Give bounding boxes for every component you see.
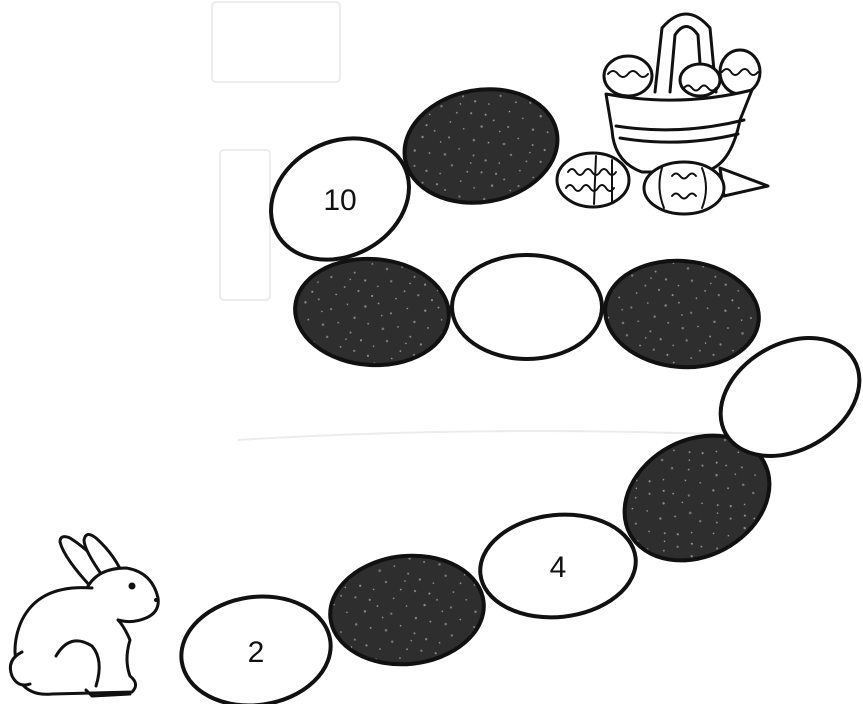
egg-number: 10 bbox=[323, 184, 356, 217]
background-artifacts bbox=[211, 1, 741, 441]
shaded-egg bbox=[293, 256, 451, 368]
egg-number: 2 bbox=[248, 636, 265, 669]
egg-3: 4 bbox=[478, 512, 638, 620]
egg-number: 4 bbox=[550, 551, 567, 584]
blank-egg bbox=[478, 512, 638, 620]
egg-6 bbox=[603, 258, 761, 370]
egg-path: 2 4 10 bbox=[179, 87, 862, 704]
shaded-egg bbox=[328, 553, 486, 667]
blank-egg bbox=[718, 336, 862, 458]
blank-egg bbox=[179, 594, 333, 704]
shaded-egg bbox=[603, 258, 761, 370]
egg-2 bbox=[328, 553, 486, 667]
blank-egg bbox=[450, 253, 604, 361]
egg-4 bbox=[622, 433, 772, 563]
bunny-icon bbox=[8, 533, 160, 698]
shaded-egg bbox=[402, 87, 560, 205]
egg-10 bbox=[402, 87, 560, 205]
easter-basket-icon bbox=[555, 12, 770, 216]
shaded-egg bbox=[622, 433, 772, 563]
egg-9: 10 bbox=[269, 136, 411, 262]
egg-5 bbox=[718, 336, 862, 458]
blank-egg bbox=[269, 136, 411, 262]
egg-1: 2 bbox=[179, 594, 333, 704]
egg-8 bbox=[293, 256, 451, 368]
egg-7 bbox=[450, 253, 604, 361]
